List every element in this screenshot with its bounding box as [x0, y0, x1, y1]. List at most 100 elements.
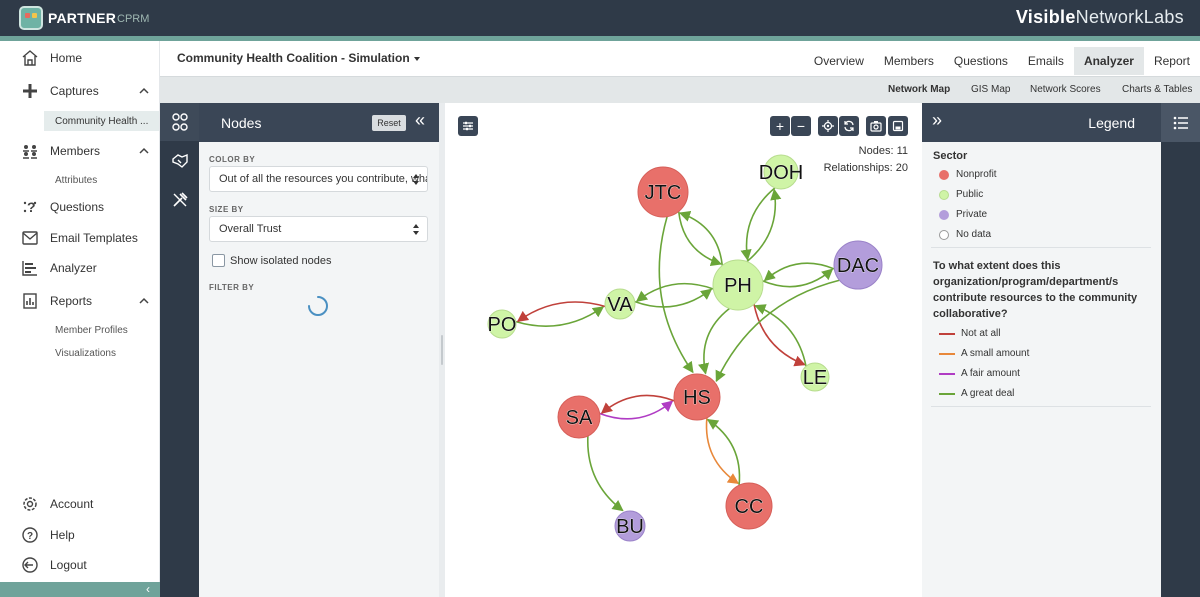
- zoom-out-button[interactable]: −: [791, 116, 811, 136]
- reports-icon: [21, 292, 39, 310]
- save-button[interactable]: [888, 116, 908, 136]
- tab-emails[interactable]: Emails: [1027, 54, 1064, 68]
- node-circle[interactable]: [725, 482, 773, 530]
- sidebar-subitem-community-health[interactable]: Community Health ...: [44, 111, 159, 131]
- node-circle[interactable]: [833, 240, 883, 290]
- node-circle[interactable]: [673, 373, 721, 421]
- reset-button[interactable]: Reset: [372, 115, 406, 131]
- node-circle[interactable]: [557, 395, 601, 439]
- edge-ph-to-le[interactable]: [753, 304, 806, 367]
- map-settings-button[interactable]: [458, 116, 478, 136]
- node-circle[interactable]: [614, 510, 646, 542]
- node-hs[interactable]: HS: [673, 373, 721, 421]
- network-graph[interactable]: JTC DOH PH DAC VA PO LE HS SA CC BU: [445, 103, 922, 597]
- edge-sa-to-bu[interactable]: [587, 435, 624, 512]
- node-va[interactable]: VA: [604, 288, 636, 320]
- subtab-charts-tables[interactable]: Charts & Tables: [1122, 84, 1193, 95]
- sidebar-item-help[interactable]: ? Help: [0, 522, 160, 548]
- node-circle[interactable]: [487, 309, 517, 339]
- tab-members[interactable]: Members: [883, 54, 934, 68]
- node-bu[interactable]: BU: [614, 510, 646, 542]
- sidebar-item-members[interactable]: Members: [0, 138, 160, 164]
- collapse-panel-icon[interactable]: «: [415, 110, 426, 130]
- show-isolated-toggle[interactable]: Show isolated nodes: [212, 254, 332, 267]
- chevron-up-icon[interactable]: [139, 296, 149, 306]
- subtab-network-scores[interactable]: Network Scores: [1030, 84, 1101, 95]
- edge-le-to-ph[interactable]: [754, 304, 807, 367]
- chevron-up-icon[interactable]: [139, 86, 149, 96]
- edge-ph-to-hs[interactable]: [698, 307, 730, 375]
- sidebar-subitem-attributes[interactable]: Attributes: [55, 175, 98, 186]
- node-po[interactable]: PO: [487, 309, 517, 339]
- node-sa[interactable]: SA: [557, 395, 601, 439]
- edge-cc-to-hs[interactable]: [706, 418, 741, 486]
- node-le[interactable]: LE: [800, 362, 830, 392]
- sidebar-subitem-member-profiles[interactable]: Member Profiles: [55, 325, 128, 336]
- edge-doh-to-ph[interactable]: [740, 187, 776, 261]
- edge-ph-to-va[interactable]: [635, 282, 714, 302]
- center-button[interactable]: [818, 116, 838, 136]
- partner-logo[interactable]: PARTNER CPRM: [19, 5, 149, 31]
- node-jtc[interactable]: JTC: [637, 166, 689, 218]
- node-circle[interactable]: [637, 166, 689, 218]
- sidebar-item-questions[interactable]: ? Questions: [0, 194, 160, 220]
- refresh-layout-button[interactable]: [839, 116, 859, 136]
- zoom-in-button[interactable]: +: [770, 116, 790, 136]
- size-by-select[interactable]: Overall Trust: [209, 216, 428, 242]
- sidebar-item-account[interactable]: Account: [0, 491, 160, 517]
- tools-panel-button[interactable]: [160, 181, 199, 219]
- legend-divider: [931, 247, 1151, 248]
- subtab-network-map[interactable]: Network Map: [888, 84, 951, 95]
- chevron-up-icon[interactable]: [139, 146, 149, 156]
- legend-panel-button[interactable]: [1161, 103, 1200, 142]
- node-doh[interactable]: DOH: [758, 154, 804, 190]
- node-circle[interactable]: [604, 288, 636, 320]
- node-circle[interactable]: [800, 362, 830, 392]
- node-cc[interactable]: CC: [725, 482, 773, 530]
- handshake-icon: [171, 153, 188, 168]
- color-by-select[interactable]: Out of all the resources you contribute,…: [209, 166, 428, 192]
- edge-jtc-to-hs[interactable]: [658, 216, 694, 374]
- sidebar-item-home[interactable]: Home: [0, 45, 160, 71]
- tab-overview[interactable]: Overview: [813, 54, 864, 68]
- edge-hs-to-cc[interactable]: [705, 417, 740, 485]
- edge-hs-to-sa[interactable]: [600, 394, 675, 414]
- show-isolated-checkbox[interactable]: [212, 254, 225, 267]
- nodes-panel-button[interactable]: [160, 103, 199, 141]
- tab-questions[interactable]: Questions: [953, 54, 1008, 68]
- sidebar-collapse-button[interactable]: ‹: [0, 582, 160, 597]
- tab-analyzer[interactable]: Analyzer: [1073, 47, 1144, 75]
- sidebar-item-reports[interactable]: Reports: [0, 288, 160, 314]
- svg-text:?: ?: [27, 199, 36, 215]
- subtab-gis-map[interactable]: GIS Map: [971, 84, 1011, 95]
- node-ph[interactable]: PH: [712, 259, 764, 311]
- project-selector[interactable]: Community Health Coalition - Simulation: [177, 51, 420, 65]
- resize-grip-icon[interactable]: [441, 335, 443, 365]
- node-dac[interactable]: DAC: [833, 240, 883, 290]
- edge-ph-to-doh[interactable]: [746, 188, 782, 263]
- legend-dot: [939, 209, 949, 220]
- collapse-legend-icon[interactable]: »: [932, 110, 943, 130]
- relationships-panel-button[interactable]: [160, 142, 199, 180]
- node-circle[interactable]: [712, 259, 764, 311]
- sidebar-item-email-templates[interactable]: Email Templates: [0, 225, 160, 251]
- edge-va-to-ph[interactable]: [634, 288, 713, 308]
- sidebar-item-logout[interactable]: Logout: [0, 552, 160, 578]
- edge-dac-to-hs[interactable]: [715, 279, 840, 383]
- edge-jtc-to-ph[interactable]: [677, 211, 723, 267]
- sidebar-item-analyzer[interactable]: Analyzer: [0, 255, 160, 281]
- edge-ph-to-jtc[interactable]: [678, 210, 724, 266]
- edge-ph-to-dac[interactable]: [762, 268, 834, 288]
- edge-po-to-va[interactable]: [515, 306, 605, 327]
- legend-sector-private: Private: [939, 209, 987, 220]
- edge-dac-to-ph[interactable]: [763, 262, 835, 282]
- screenshot-button[interactable]: [866, 116, 886, 136]
- sidebar-subitem-visualizations[interactable]: Visualizations: [55, 348, 116, 359]
- node-circle[interactable]: [763, 154, 799, 190]
- edge-sa-to-hs[interactable]: [599, 400, 674, 420]
- sidebar-item-captures[interactable]: Captures: [0, 78, 160, 104]
- email-icon: [21, 229, 39, 247]
- edge-va-to-po[interactable]: [516, 301, 606, 322]
- tab-report[interactable]: Report: [1153, 54, 1190, 68]
